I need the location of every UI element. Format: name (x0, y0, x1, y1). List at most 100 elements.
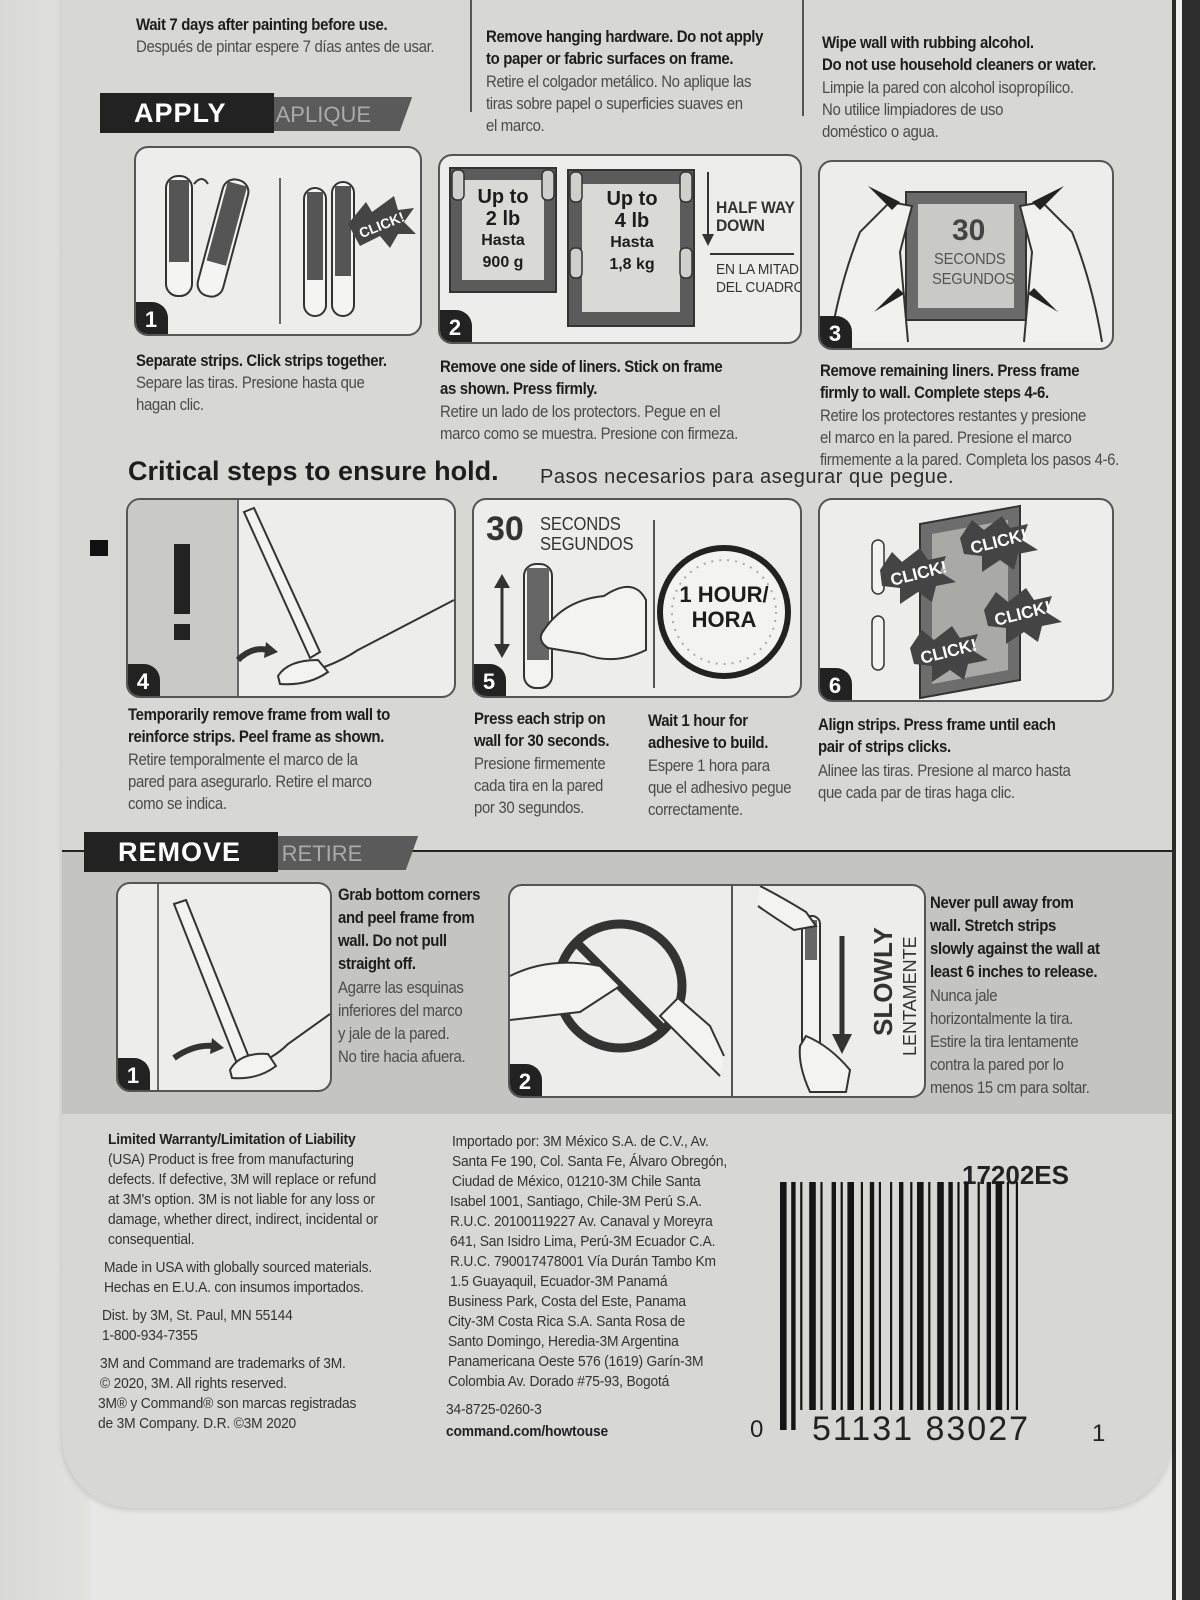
prep-hardware-en-1: Remove hanging hardware. Do not apply (486, 27, 764, 46)
remove-step-1-panel: 1 (116, 882, 332, 1092)
frame-small-upto: Up to (477, 186, 529, 208)
import-line-2: Santa Fe 190, Col. Santa Fe, Álvaro Obre… (452, 1153, 727, 1170)
barcode-bar (948, 1182, 953, 1410)
remove-header: RETIRE REMOVE (84, 832, 424, 872)
apply-step-2-es-2: marco como se muestra. Presione con firm… (440, 424, 738, 443)
barcode-bar (1006, 1182, 1009, 1430)
barcode-bar (995, 1182, 1003, 1410)
warranty-line-2: defects. If defective, 3M will replace o… (108, 1171, 377, 1188)
critical-step-4-en-2: reinforce strips. Peel frame as shown. (128, 727, 385, 746)
critical-step-4-es-3: como se indica. (128, 794, 227, 813)
remove-title: REMOVE (84, 832, 278, 872)
remove-step-2-es-1: Nunca jale (930, 986, 998, 1005)
prep-hardware-es-2: tiras sobre papel o superficies suaves e… (486, 94, 743, 113)
prep-hardware-en-2: to paper or fabric surfaces on frame. (486, 49, 734, 68)
remove-step-number-1: 1 (118, 1058, 150, 1090)
barcode-bar (869, 1182, 875, 1410)
part-code: 34-8725-0260-3 (446, 1401, 542, 1418)
trademark-1: 3M and Command are trademarks of 3M. (100, 1355, 346, 1372)
barcode-bar (910, 1182, 913, 1410)
critical-step-6-es-1: Alinee las tiras. Presione al marco hast… (818, 761, 1071, 780)
hold-seconds-number: 30 (486, 510, 524, 548)
critical-step-4-en-1: Temporarily remove frame from wall to (128, 705, 390, 724)
half-way-es-1: EN LA MITAD (716, 261, 799, 278)
barcode-bar (937, 1182, 944, 1410)
strips-illustration: CLICK! (165, 175, 416, 324)
remove-step-2-es-3: Estire la tira lentamente (930, 1032, 1079, 1051)
barcode-bar (1015, 1182, 1018, 1430)
critical-step-5b-en-1: Wait 1 hour for (648, 711, 748, 730)
step-number-2: 2 (440, 310, 472, 342)
apply-step-3-es-2: el marco en la pared. Presione el marco (820, 428, 1072, 447)
barcode-bar (986, 1182, 991, 1410)
half-way-en-2: DOWN (716, 216, 765, 235)
warranty-line-1: (USA) Product is free from manufacturing (108, 1151, 354, 1168)
remove-step-2-es-2: horizontalmente la tira. (930, 1009, 1073, 1028)
critical-step-6-en-2: pair of strips clicks. (818, 737, 951, 756)
critical-step-6-es-2: que cada par de tiras haga clic. (818, 783, 1015, 802)
remove-step-2-en-4: least 6 inches to release. (930, 962, 1098, 981)
import-line-12: Panamericana Oeste 576 (1619) Garín-3M (448, 1353, 704, 1370)
remove-step-2-es-5: menos 15 cm para soltar. (930, 1078, 1090, 1097)
frame-large-kg: 1,8 kg (609, 256, 655, 273)
seconds-en: SECONDS (934, 251, 1006, 268)
hold-seconds-es: SEGUNDOS (540, 534, 634, 554)
background-right (1172, 0, 1200, 1600)
seconds-es: SEGUNDOS (932, 271, 1015, 288)
remove-step-1-en-1: Grab bottom corners (338, 885, 481, 904)
remove-step-1-es-4: No tire hacia afuera. (338, 1047, 466, 1066)
divider (470, 0, 472, 112)
peel-corner-illustration (157, 884, 330, 1090)
press-frame-illustration (829, 186, 1103, 343)
barcode-digits: 51131 83027 (810, 1410, 1033, 1449)
frames-illustration (449, 167, 794, 327)
prep-wipe-es-1: Limpie la pared con alcohol isopropílico… (822, 78, 1074, 97)
howto-url[interactable]: command.com/howtouse (446, 1423, 608, 1440)
remove-step-1-en-2: and peel frame from (338, 908, 475, 927)
prep-paint-es: Después de pintar espere 7 días antes de… (136, 37, 435, 56)
hour-label: 1 HOUR/ HORA (670, 582, 778, 632)
prep-hardware-es-1: Retire el colgador metálico. No aplique … (486, 72, 752, 91)
barcode-bar (977, 1182, 980, 1410)
barcode-bar (780, 1182, 787, 1430)
apply-step-2-panel: Up to 2 lb Hasta 900 g Up to 4 lb Hasta … (438, 154, 802, 344)
warranty-line-5: consequential. (108, 1231, 195, 1248)
critical-step-4-es-1: Retire temporalmente el marco de la (128, 750, 358, 769)
barcode-bar (800, 1182, 803, 1410)
lentamente-label: LENTAMENTE (900, 936, 920, 1056)
instruction-card: Wait 7 days after painting before use. D… (62, 0, 1172, 1508)
remove-step-1-es-3: y jale de la pared. (338, 1024, 450, 1043)
frame-large-label: Up to 4 lb Hasta 1,8 kg (596, 188, 668, 276)
critical-step-6-panel: CLICK! CLICK! CLICK! CLICK! 6 (818, 498, 1114, 702)
align-strips-illustration (871, 504, 1062, 700)
seconds-number: 30 (952, 214, 986, 247)
apply-step-2-en-1: Remove one side of liners. Stick on fram… (440, 357, 723, 376)
apply-step-2-es-1: Retire un lado de los protectors. Pegue … (440, 402, 721, 421)
prep-wipe-es-3: doméstico o agua. (822, 122, 939, 141)
hour-label-es: HORA (691, 607, 757, 632)
barcode-bar (890, 1182, 893, 1410)
remove-step-1-es-2: inferiores del marco (338, 1001, 463, 1020)
critical-heading: Critical steps to ensure hold. (128, 456, 499, 486)
apply-title: APPLY (100, 93, 274, 133)
critical-step-6-en-1: Align strips. Press frame until each (818, 715, 1056, 734)
prep-wipe-es-2: No utilice limpiadores de uso (822, 100, 1004, 119)
half-way-es-2: DEL CUADRO (716, 279, 802, 296)
remove-step-1-es-1: Agarre las esquinas (338, 978, 464, 997)
critical-step-5a-en-2: wall for 30 seconds. (474, 731, 610, 750)
frame-small-hasta: Hasta (481, 232, 525, 249)
stretch-strip-illustration: SLOWLY LENTAMENTE (510, 886, 920, 1096)
made-in-usa-es: Hechas en E.U.A. con insumos importados. (104, 1279, 364, 1296)
barcode-bar (860, 1182, 863, 1410)
critical-step-5a-es-3: por 30 segundos. (474, 798, 584, 817)
prep-hardware-es-3: el marco. (486, 116, 545, 135)
step-number-6: 6 (820, 668, 852, 700)
import-line-11: Santo Domingo, Heredia-3M Argentina (448, 1333, 679, 1350)
registration-mark (90, 540, 108, 556)
critical-step-5a-es-2: cada tira en la pared (474, 776, 604, 795)
barcode-bar (847, 1182, 854, 1410)
remove-step-number-2: 2 (510, 1064, 542, 1096)
remove-step-2-en-1: Never pull away from (930, 893, 1074, 912)
import-line-8: 1.5 Guayaquil, Ecuador-3M Panamá (450, 1273, 668, 1290)
trademark-3: 3M® y Command® son marcas registradas (98, 1395, 357, 1412)
